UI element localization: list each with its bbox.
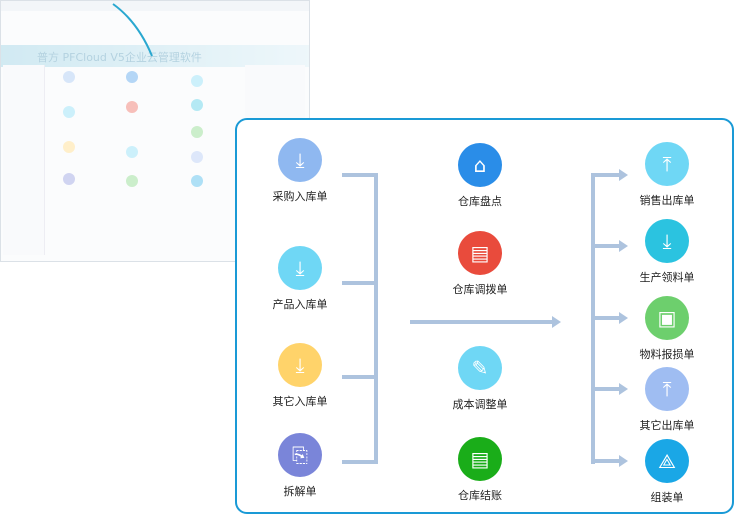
flow-node-label: 拆解单 — [283, 485, 317, 498]
window-titlebar — [1, 1, 309, 11]
flow-node-assembly[interactable]: ⟁ 组装单 — [622, 439, 712, 505]
connector-line — [593, 244, 619, 248]
connector-line — [410, 320, 552, 324]
flow-node-label: 产品入库单 — [272, 298, 328, 311]
flow-node-label: 其它入库单 — [272, 395, 328, 408]
cost-adjust-icon: ✎ — [458, 346, 502, 390]
connector-line — [342, 281, 376, 285]
purchase-inbound-icon: ⤓ — [278, 138, 322, 182]
flow-node-sales-outbound[interactable]: ⤒ 销售出库单 — [622, 142, 712, 208]
product-inbound-icon: ⤓ — [278, 246, 322, 290]
flow-node-disassembly[interactable]: ⎘ 拆解单 — [255, 433, 345, 499]
warehouse-transfer-icon: ▤ — [458, 231, 502, 275]
flow-node-other-outbound[interactable]: ⤒ 其它出库单 — [622, 367, 712, 433]
flow-node-purchase-inbound[interactable]: ⤓ 采购入库单 — [255, 138, 345, 204]
sales-outbound-icon: ⤒ — [645, 142, 689, 186]
sidebar — [3, 65, 45, 255]
app-logo-banner: 普方 PFCloud V5企业云管理软件 — [1, 45, 309, 67]
flow-node-product-inbound[interactable]: ⤓ 产品入库单 — [255, 246, 345, 312]
flow-node-material-loss[interactable]: ▣ 物料报损单 — [622, 296, 712, 362]
warehouse-closing-icon: ▤ — [458, 437, 502, 481]
assembly-icon: ⟁ — [645, 439, 689, 483]
flow-node-warehouse-transfer[interactable]: ▤ 仓库调拨单 — [435, 231, 525, 297]
production-picking-icon: ⤓ — [645, 219, 689, 263]
arrow-head — [619, 169, 628, 181]
connector-line — [593, 459, 619, 463]
flow-node-warehouse-closing[interactable]: ▤ 仓库结账 — [435, 437, 525, 503]
arrow-head — [619, 383, 628, 395]
other-outbound-icon: ⤒ — [645, 367, 689, 411]
connector-line — [374, 173, 378, 464]
arrow-head — [619, 312, 628, 324]
connector-line — [593, 387, 619, 391]
connector-line — [342, 173, 376, 177]
flow-node-label: 生产领料单 — [639, 271, 695, 284]
flow-node-label: 其它出库单 — [639, 419, 695, 432]
warehouse-stocktake-icon: ⌂ — [458, 143, 502, 187]
arrow-head — [619, 240, 628, 252]
material-loss-icon: ▣ — [645, 296, 689, 340]
flow-node-label: 仓库盘点 — [458, 195, 502, 208]
connector-line — [342, 375, 376, 379]
arrow-head — [552, 316, 561, 328]
connector-line — [593, 173, 619, 177]
other-inbound-icon: ⤓ — [278, 343, 322, 387]
flow-node-label: 组装单 — [650, 491, 684, 504]
flow-node-production-picking[interactable]: ⤓ 生产领料单 — [622, 219, 712, 285]
disassembly-icon: ⎘ — [278, 433, 322, 477]
flow-node-label: 仓库结账 — [458, 489, 502, 502]
flow-node-label: 成本调整单 — [452, 398, 508, 411]
flow-node-label: 物料报损单 — [639, 348, 695, 361]
flow-node-cost-adjust[interactable]: ✎ 成本调整单 — [435, 346, 525, 412]
flow-node-label: 销售出库单 — [639, 194, 695, 207]
flow-node-other-inbound[interactable]: ⤓ 其它入库单 — [255, 343, 345, 409]
flow-node-label: 采购入库单 — [272, 190, 328, 203]
connector-line — [593, 316, 619, 320]
arrow-head — [619, 455, 628, 467]
flow-node-label: 仓库调拨单 — [452, 283, 508, 296]
flow-node-warehouse-stocktake[interactable]: ⌂ 仓库盘点 — [435, 143, 525, 209]
connector-line — [342, 460, 376, 464]
